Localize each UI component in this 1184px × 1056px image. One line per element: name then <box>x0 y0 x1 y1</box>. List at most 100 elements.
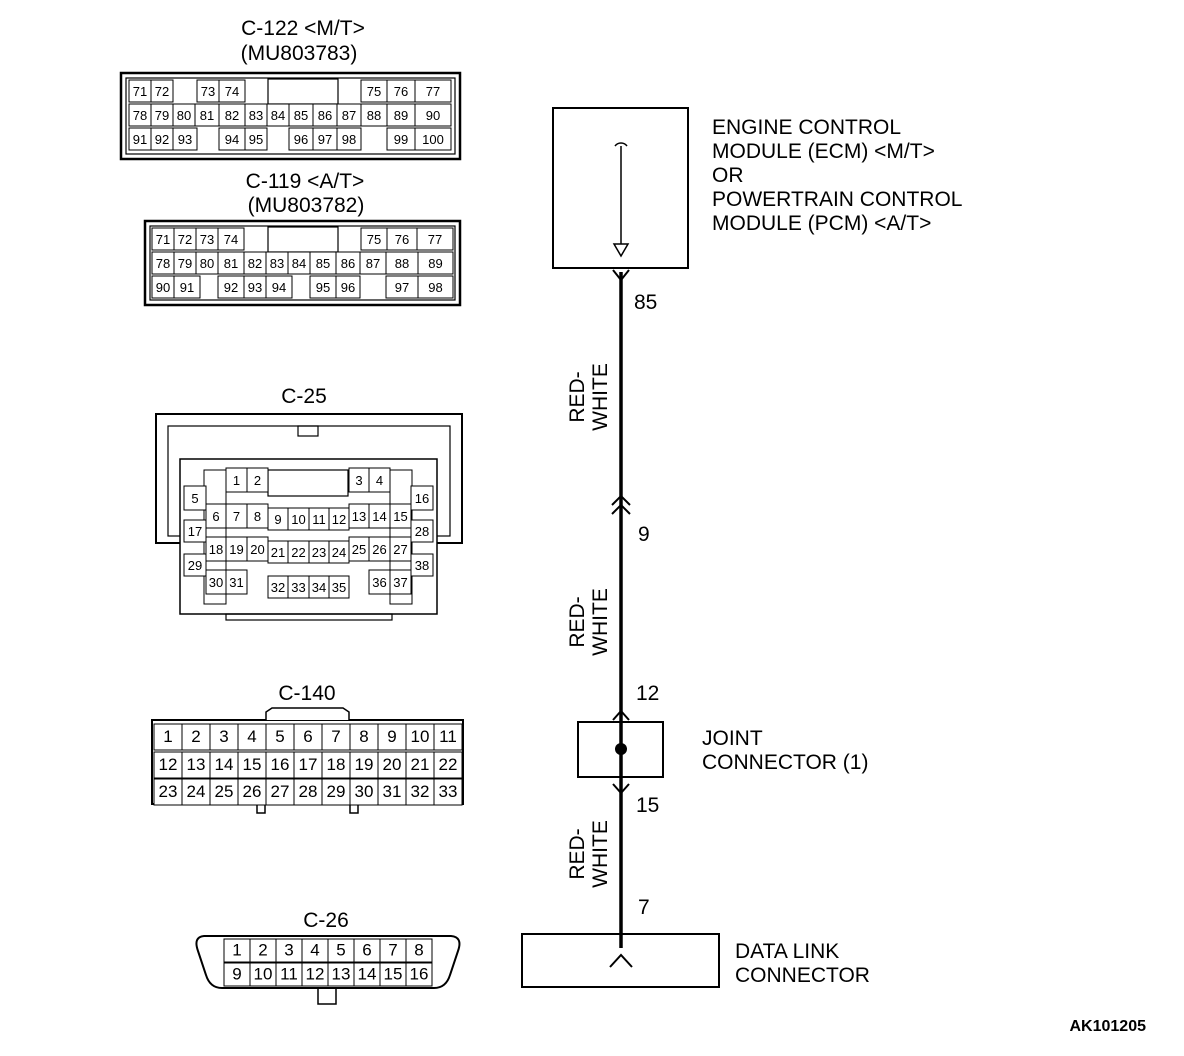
pin-cell <box>410 519 434 543</box>
pin-number: 88 <box>367 108 381 123</box>
pin-number: 74 <box>224 232 238 247</box>
pin-cell <box>405 962 433 987</box>
pin-number: 8 <box>359 727 368 746</box>
pin-number: 73 <box>201 84 215 99</box>
pin-number: 96 <box>341 280 355 295</box>
c140-title: C-140 <box>278 682 335 705</box>
pin-cell <box>181 751 211 779</box>
ecm-terminal-icon <box>612 269 630 282</box>
c122-title: C-122 <M/T> <box>241 17 365 40</box>
pin-cell <box>335 275 361 299</box>
pin-cell <box>389 503 412 529</box>
pin-number: 26 <box>243 782 262 801</box>
pin-number: 12 <box>159 755 178 774</box>
pin-number: 92 <box>155 132 169 147</box>
pin-number: 6 <box>303 727 312 746</box>
c26-title: C-26 <box>303 909 349 932</box>
svg-text:RED-: RED- <box>566 596 589 647</box>
pin-number: 2 <box>258 941 267 960</box>
pin-number: 28 <box>299 782 318 801</box>
pin-number: 17 <box>299 755 318 774</box>
pin-cell <box>172 127 198 151</box>
pin-cell <box>416 227 454 251</box>
pin-cell <box>237 751 267 779</box>
pin-cell <box>349 778 379 806</box>
pin-cell <box>183 553 207 577</box>
ecm-label-line-4: POWERTRAIN CONTROL <box>712 188 962 211</box>
pin-number: 6 <box>212 509 219 524</box>
pin-number: 76 <box>395 232 409 247</box>
pin-number: 15 <box>384 965 403 984</box>
wire-color-label-3: RED- WHITE <box>566 820 612 888</box>
pin-number: 16 <box>415 491 429 506</box>
pin-number: 93 <box>248 280 262 295</box>
pin-number: 87 <box>342 108 356 123</box>
pin-number: 95 <box>249 132 263 147</box>
pin-number: 5 <box>336 941 345 960</box>
pin-number: 74 <box>225 84 239 99</box>
pin-number: 25 <box>352 542 366 557</box>
pin-number: 23 <box>159 782 178 801</box>
pin-cell <box>265 275 293 299</box>
pin-cell <box>181 723 211 751</box>
pin-number: 75 <box>367 232 381 247</box>
pin-cell <box>225 569 248 595</box>
pin-number: 4 <box>376 473 383 488</box>
pin-number: 31 <box>383 782 402 801</box>
pin-number: 20 <box>383 755 402 774</box>
pin-number: 97 <box>395 280 409 295</box>
pin-number: 35 <box>332 580 346 595</box>
pin-number: 8 <box>414 941 423 960</box>
pin-cell <box>377 751 407 779</box>
pin-number: 73 <box>200 232 214 247</box>
pin-number: 93 <box>178 132 192 147</box>
pin-number: 20 <box>250 542 264 557</box>
pin-number: 16 <box>410 965 429 984</box>
pin-number: 1 <box>233 473 240 488</box>
pin-number: 11 <box>280 965 298 984</box>
pin-number: 10 <box>254 965 273 984</box>
pin-number: 80 <box>177 108 191 123</box>
pin-number: 28 <box>415 524 429 539</box>
pin-number: 30 <box>355 782 374 801</box>
pin-number: 22 <box>291 545 305 560</box>
dlc-label-line-2: CONNECTOR <box>735 964 870 987</box>
pin-number: 77 <box>428 232 442 247</box>
pin-number: 89 <box>428 256 442 271</box>
pin-number: 1 <box>163 727 172 746</box>
pin-number: 3 <box>355 473 362 488</box>
pin-number: 5 <box>275 727 284 746</box>
pin-number: 18 <box>209 542 223 557</box>
pin-cell <box>183 485 207 511</box>
pin-cell <box>217 227 245 251</box>
pin-number: 14 <box>372 509 386 524</box>
pin-number: 16 <box>271 755 290 774</box>
wire-color-label-1: RED- WHITE <box>566 363 612 431</box>
pin-number: 7 <box>388 941 397 960</box>
joint-in-terminal-icon <box>612 709 630 721</box>
pin-number: 29 <box>327 782 346 801</box>
pin-cell <box>321 778 351 806</box>
pin-number: 82 <box>248 256 262 271</box>
pin-cell <box>414 103 452 127</box>
pin-cell <box>321 751 351 779</box>
pin-number: 19 <box>229 542 243 557</box>
pin-cell <box>237 778 267 806</box>
joint-out-terminal-icon <box>612 783 630 795</box>
joint-label-line-2: CONNECTOR (1) <box>702 751 868 774</box>
joint-in-pin-number: 12 <box>636 682 659 705</box>
pin-number: 88 <box>395 256 409 271</box>
pin-number: 2 <box>254 473 261 488</box>
pin-number: 82 <box>225 108 239 123</box>
dlc-label-line-1: DATA LINK <box>735 940 839 963</box>
pin-number: 14 <box>215 755 234 774</box>
pin-number: 10 <box>291 512 305 527</box>
pin-number: 94 <box>225 132 239 147</box>
pin-number: 76 <box>394 84 408 99</box>
pin-number: 18 <box>327 755 346 774</box>
